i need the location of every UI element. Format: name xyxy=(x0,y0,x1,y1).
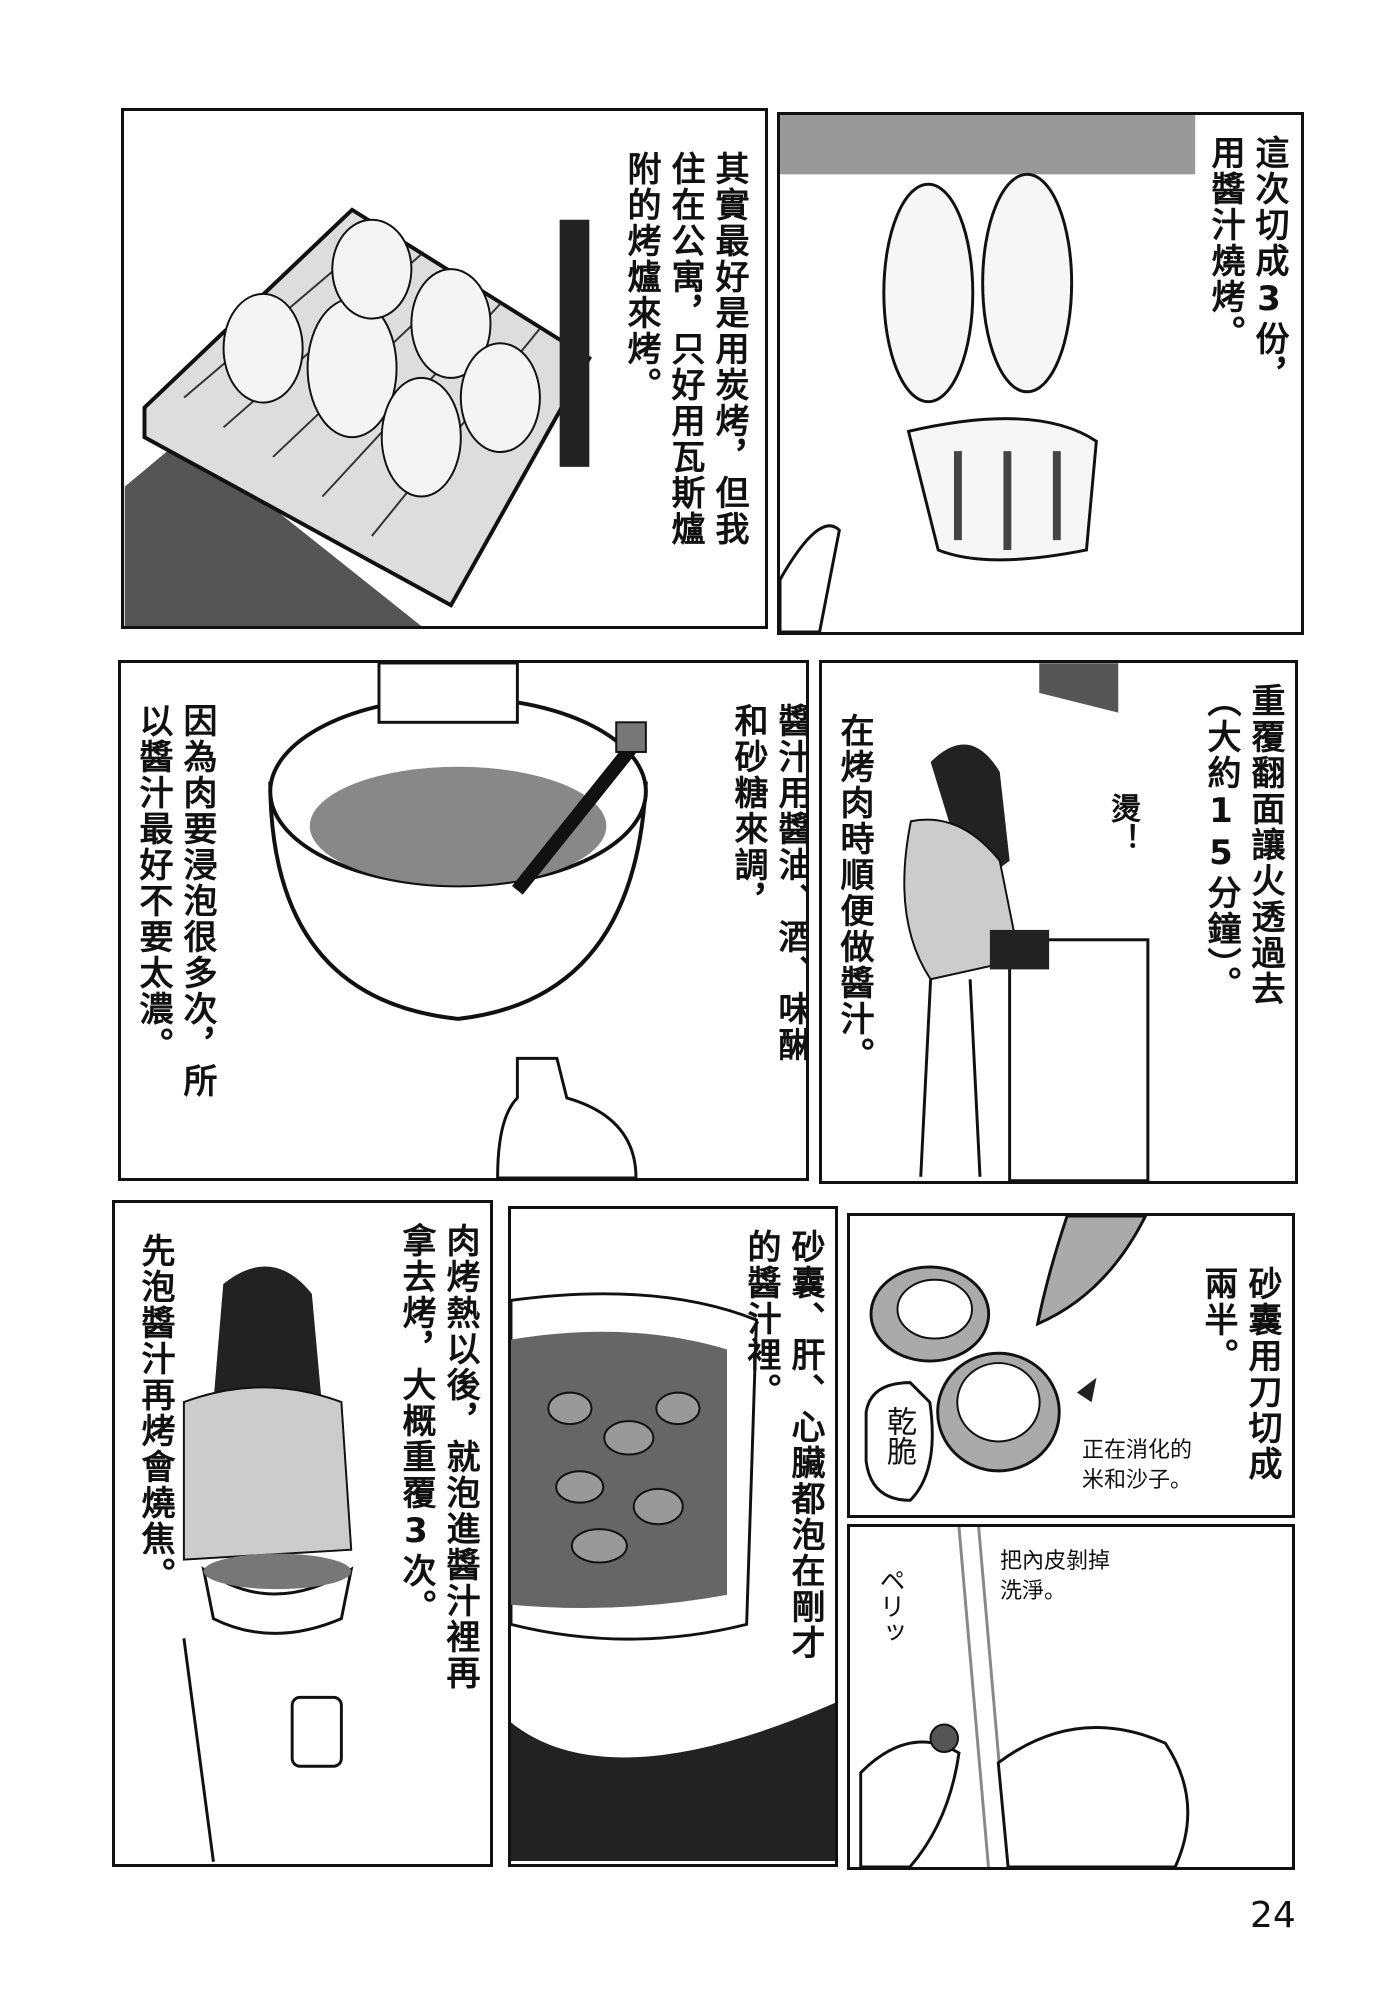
narration-line: 醬汁用醬油、酒、味醂 xyxy=(772,703,809,1063)
speech-crisp: 乾脆 xyxy=(881,1406,916,1466)
narration-sauce-ingredients: 醬汁用醬油、酒、味醂 和砂糖來調， xyxy=(726,703,809,1063)
narration-line: 砂囊、肝、心臟都泡在剛才 xyxy=(785,1229,825,1661)
narration-line: 拿去烤，大概重覆3次。 xyxy=(396,1223,436,1625)
sauce-bowl-illustration xyxy=(268,663,648,1178)
narration-cut-half: 砂囊用刀切成兩半。 xyxy=(1196,1266,1284,1515)
narration-line: 用醬汁燒烤。 xyxy=(1205,135,1245,351)
page-number: 24 xyxy=(1250,1895,1296,1936)
panel-peel-wash: 把內皮剝掉 洗淨。 ペリッ xyxy=(847,1524,1295,1870)
narration-line: 其實最好是用炭烤，但我 xyxy=(709,151,749,547)
gizzard-knife-illustration xyxy=(864,1216,1148,1502)
narration-soak: 砂囊、肝、心臟都泡在剛才 的醬汁裡。 xyxy=(739,1229,827,1661)
sfx-peel: ペリッ xyxy=(875,1567,905,1645)
grill-tray-illustration xyxy=(124,111,765,626)
panel-dip-and-grill: 肉烤熱以後，就泡進醬汁裡再 拿去烤，大概重覆3次。 先泡醬汁再烤會燒焦。 xyxy=(112,1200,493,1867)
chicken-pieces-illustration xyxy=(780,115,1196,632)
narration-flip: 重覆翻面讓火透過去 （大約15分鐘）。 xyxy=(1199,683,1287,1007)
narration-line: 這次切成3份， xyxy=(1249,135,1289,393)
exclamation-hot: 燙！ xyxy=(1105,793,1140,853)
narration-line: 因為肉要浸泡很多次，所 xyxy=(177,703,217,1099)
narration-burn-warning: 先泡醬汁再烤會燒焦。 xyxy=(133,1233,177,1593)
note-digesting: 正在消化的 米和沙子。 xyxy=(1082,1436,1192,1496)
panel-cut-gizzard: 乾脆 正在消化的 米和沙子。 砂囊用刀切成兩半。 xyxy=(847,1213,1295,1518)
note-line: 正在消化的 xyxy=(1082,1438,1193,1463)
panel-sauce-bowl: 醬汁用醬油、酒、味醂 和砂糖來調， 因為肉要浸泡很多次，所 以醬汁最好不要太濃。 xyxy=(118,660,809,1181)
narration-line: 砂囊用刀切成兩半。 xyxy=(1198,1266,1282,1482)
narration-make-sauce: 在烤肉時順便做醬汁。 xyxy=(832,713,876,1073)
woman-at-stove-illustration xyxy=(903,663,1150,1181)
note-peel: 把內皮剝掉 洗淨。 xyxy=(1000,1547,1110,1607)
narration-repeat-three: 肉烤熱以後，就泡進醬汁裡再 拿去烤，大概重覆3次。 xyxy=(394,1223,482,1691)
note-line: 把內皮剝掉 xyxy=(1000,1549,1111,1574)
narration-line: 以醬汁最好不要太濃。 xyxy=(133,703,173,1063)
narration-line: 肉烤熱以後，就泡進醬汁裡再 xyxy=(440,1223,480,1691)
narration-line: 的醬汁裡。 xyxy=(741,1229,781,1409)
narration-line: （大約15分鐘）。 xyxy=(1201,683,1241,1002)
narration-line: 住在公寓，只好用瓦斯爐 xyxy=(665,151,705,547)
panel-soaking-organs: 砂囊、肝、心臟都泡在剛才 的醬汁裡。 xyxy=(508,1206,838,1867)
hands-washing-illustration xyxy=(859,1527,1190,1867)
note-line: 洗淨。 xyxy=(1000,1579,1067,1604)
narration-line: 在烤肉時順便做醬汁。 xyxy=(834,713,874,1073)
narration-cut-three: 這次切成3份， 用醬汁燒烤。 xyxy=(1203,135,1291,393)
narration-line: 先泡醬汁再烤會燒焦。 xyxy=(135,1233,175,1593)
narration-not-too-thick: 因為肉要浸泡很多次，所 以醬汁最好不要太濃。 xyxy=(131,703,219,1099)
panel-grill: 其實最好是用炭烤，但我 住在公寓，只好用瓦斯爐 附的烤爐來烤。 xyxy=(121,108,768,629)
panel-flipping: 重覆翻面讓火透過去 （大約15分鐘）。 在烤肉時順便做醬汁。 燙！ xyxy=(819,660,1298,1184)
narration-line: 重覆翻面讓火透過去 xyxy=(1245,683,1285,1007)
narration-charcoal: 其實最好是用炭烤，但我 住在公寓，只好用瓦斯爐 附的烤爐來烤。 xyxy=(619,151,751,547)
organs-in-sauce-illustration xyxy=(511,1292,835,1861)
note-line: 米和沙子。 xyxy=(1082,1468,1193,1493)
narration-line: 和砂糖來調， xyxy=(728,703,768,919)
woman-dipping-illustration xyxy=(182,1266,354,1862)
panel-cut-chicken: 這次切成3份， 用醬汁燒烤。 xyxy=(777,112,1304,635)
narration-line: 附的烤爐來烤。 xyxy=(621,151,661,403)
